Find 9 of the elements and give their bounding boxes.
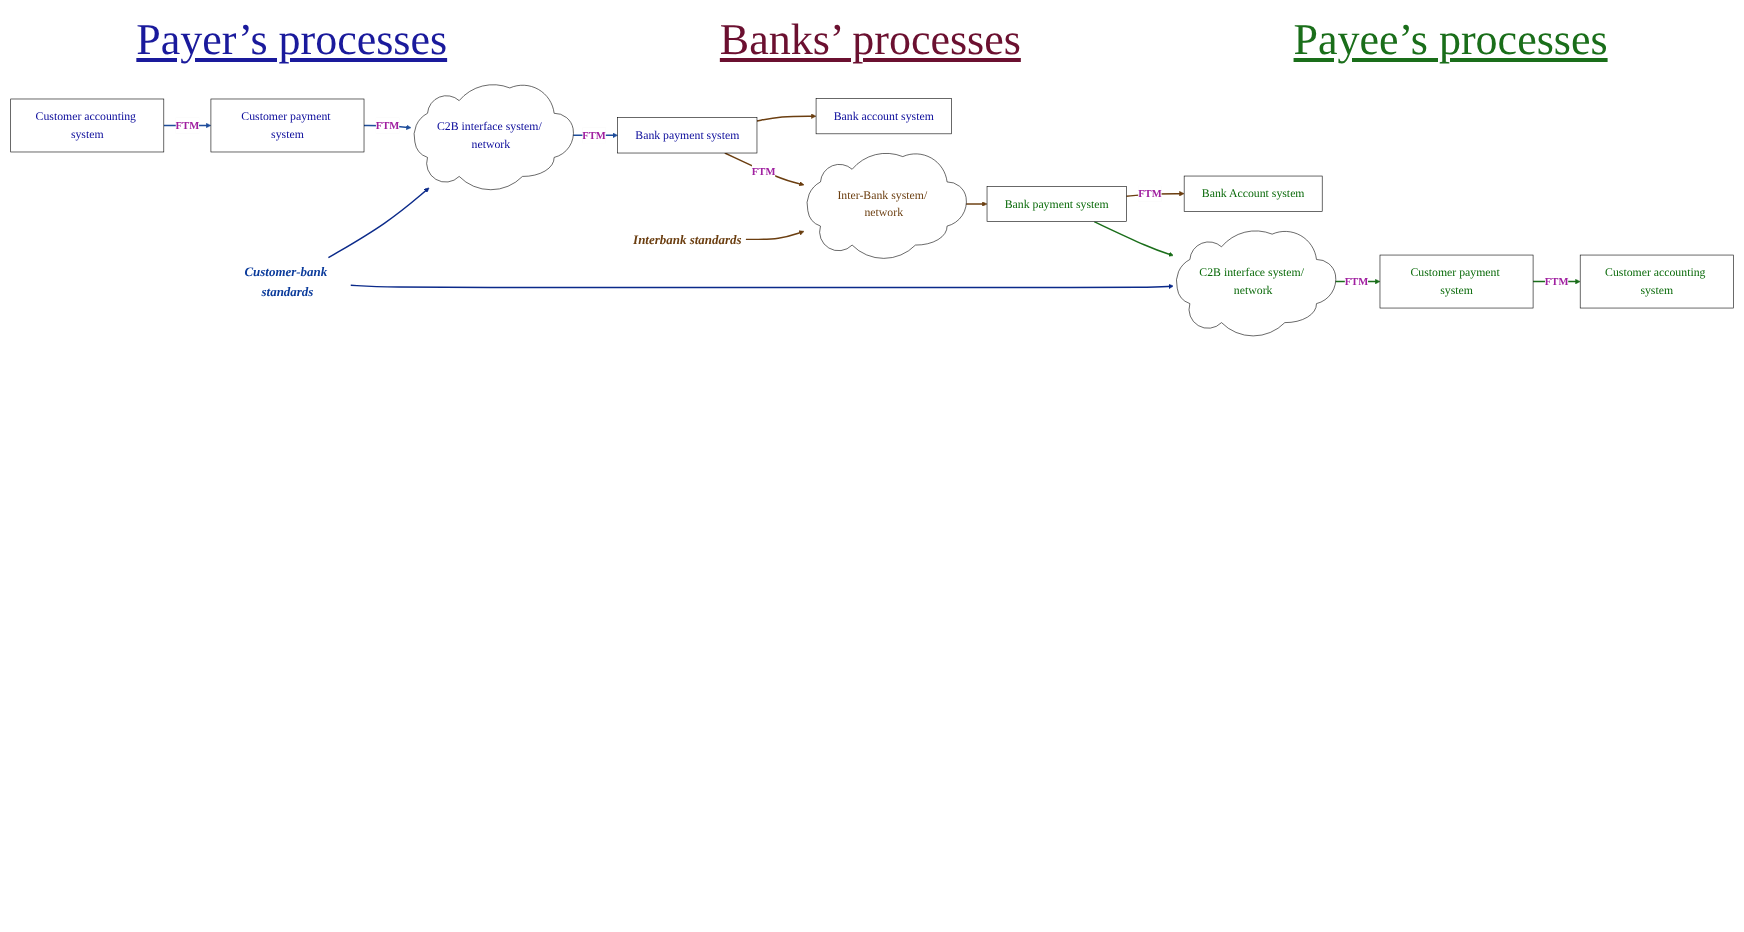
arrow [350, 283, 1174, 289]
arrow [1093, 220, 1174, 257]
column-heading: Banks’ processes [719, 14, 1021, 66]
arrow [327, 187, 430, 259]
column-heading: Payee’s processes [1293, 14, 1608, 66]
column-heading: Payer’s processes [136, 14, 448, 66]
arrow [724, 152, 805, 187]
arrow [756, 113, 817, 122]
arrow [745, 230, 805, 241]
